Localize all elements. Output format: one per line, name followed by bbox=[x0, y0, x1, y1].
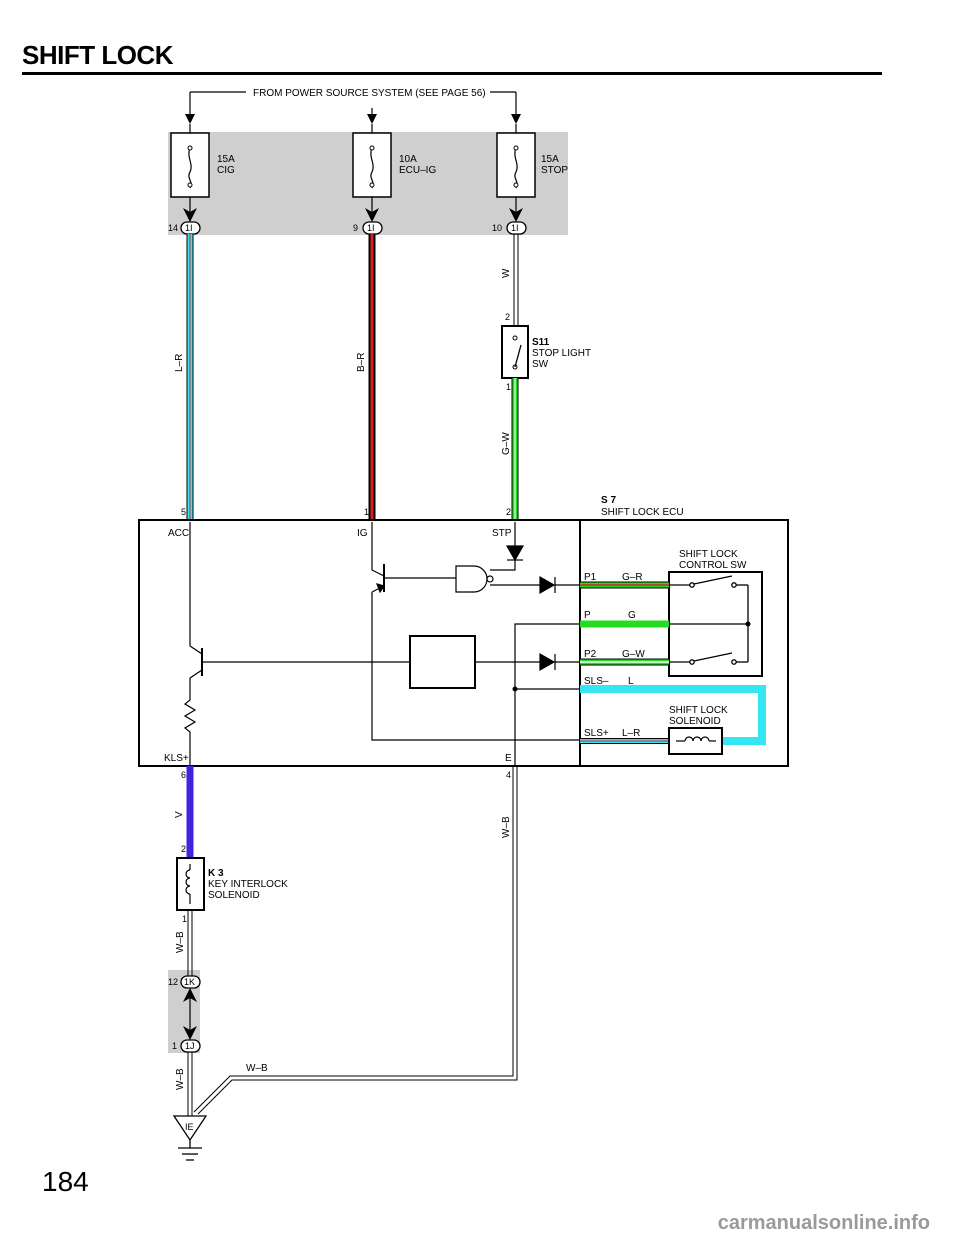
connector-cig-id: 1I bbox=[185, 223, 193, 233]
k3-name-1: KEY INTERLOCK bbox=[208, 879, 288, 890]
connector-1k-pin: 12 bbox=[168, 977, 178, 987]
ground-ie bbox=[172, 1115, 208, 1161]
ecu-pin-acc: 5 bbox=[181, 507, 186, 517]
connector-arrows-top bbox=[183, 208, 523, 222]
wire-cig-label: L–R bbox=[174, 354, 185, 372]
k3-name-2: SOLENOID bbox=[208, 890, 260, 901]
fuse-stop-name: STOP bbox=[541, 165, 568, 176]
ecu-pin-kls: 6 bbox=[181, 770, 186, 780]
stop-light-switch bbox=[501, 325, 529, 379]
k3-pin-top: 2 bbox=[181, 844, 186, 854]
wire-stop-lower-label: G–W bbox=[501, 432, 512, 455]
connector-1k-id: 1K bbox=[184, 977, 195, 987]
ecu-internal-circuit bbox=[183, 522, 580, 766]
stop-sw-code: S11 bbox=[532, 337, 550, 348]
term-p1-wire: G–R bbox=[622, 572, 643, 583]
page-title: SHIFT LOCK bbox=[22, 40, 174, 70]
ecu-pin-stp: 2 bbox=[506, 507, 511, 517]
connector-1j-pin: 1 bbox=[172, 1041, 177, 1051]
term-sls-plus: SLS+ bbox=[584, 728, 609, 739]
ecu-term-stp: STP bbox=[492, 528, 512, 539]
ground-label: IE bbox=[185, 1122, 194, 1132]
term-sls-minus-wire: L bbox=[628, 676, 634, 687]
wire-stop-upper-label: W bbox=[501, 268, 512, 278]
key-interlock-solenoid bbox=[176, 857, 205, 911]
wire-e-ground bbox=[193, 766, 518, 1115]
control-switch-node bbox=[745, 621, 751, 627]
wire-k3-ground-label: W–B bbox=[175, 931, 186, 953]
connector-1j: 1J 1 bbox=[172, 1039, 201, 1053]
term-sls-plus-wire: L–R bbox=[622, 728, 640, 739]
fuse-stop bbox=[496, 124, 536, 212]
ecu-name: SHIFT LOCK ECU bbox=[601, 507, 684, 518]
ecu-term-ig: IG bbox=[357, 528, 368, 539]
control-switch-contacts bbox=[669, 575, 749, 665]
k3-code: K 3 bbox=[208, 868, 224, 879]
power-source-label: FROM POWER SOURCE SYSTEM (SEE PAGE 56) bbox=[253, 88, 486, 99]
junction-arrows bbox=[183, 988, 197, 1040]
ecu-diodes bbox=[376, 545, 556, 672]
control-sw-name-1: SHIFT LOCK bbox=[679, 549, 738, 560]
wire-junction-ground bbox=[187, 1052, 193, 1116]
ecu-term-e: E bbox=[505, 753, 512, 764]
connector-stop-id: 1I bbox=[511, 223, 519, 233]
connector-stop-pin: 10 bbox=[492, 223, 502, 233]
watermark: carmanualsonline.info bbox=[717, 1212, 930, 1234]
connector-cig: 1I 14 bbox=[168, 221, 201, 235]
stop-sw-pin-top: 2 bbox=[505, 312, 510, 322]
term-p2-wire: G–W bbox=[622, 649, 645, 660]
connector-ecu-ig-pin: 9 bbox=[353, 223, 358, 233]
connector-1j-id: 1J bbox=[185, 1041, 195, 1051]
wire-junction-ground-label: W–B bbox=[175, 1068, 186, 1090]
power-source-arrows bbox=[185, 114, 521, 124]
fuse-cig-amp: 15A bbox=[217, 154, 235, 165]
term-p: P bbox=[584, 610, 591, 621]
k3-pin-bottom: 1 bbox=[182, 914, 187, 924]
shift-lock-solenoid bbox=[668, 727, 723, 755]
connector-cig-pin: 14 bbox=[168, 223, 178, 233]
wire-ground-return-label: W–B bbox=[246, 1063, 268, 1074]
fuse-ecu-ig bbox=[352, 124, 392, 212]
wire-sls-minus bbox=[580, 685, 766, 745]
shift-lock-ecu-box bbox=[138, 519, 789, 767]
ecu-pin-ig: 1 bbox=[364, 507, 369, 517]
wire-e-ground-label: W–B bbox=[501, 816, 512, 838]
control-sw-name-2: CONTROL SW bbox=[679, 560, 747, 571]
title-rule bbox=[22, 72, 882, 75]
junction-dot-e bbox=[512, 686, 518, 692]
term-p1: P1 bbox=[584, 572, 597, 583]
term-sls-minus: SLS– bbox=[584, 676, 609, 687]
ecu-term-kls: KLS+ bbox=[164, 753, 189, 764]
page-number: 184 bbox=[42, 1166, 89, 1197]
stop-sw-name-1: STOP LIGHT bbox=[532, 348, 591, 359]
fuse-ecu-ig-amp: 10A bbox=[399, 154, 417, 165]
connector-1k: 1K 12 bbox=[168, 975, 201, 989]
fuse-stop-amp: 15A bbox=[541, 154, 559, 165]
connector-ecu-ig: 1I 9 bbox=[353, 221, 383, 235]
fuse-cig bbox=[170, 124, 210, 212]
fuse-cig-name: CIG bbox=[217, 165, 235, 176]
connector-stop: 1I 10 bbox=[492, 221, 527, 235]
wire-k3-ground bbox=[187, 910, 193, 976]
stop-sw-pin-bottom: 1 bbox=[506, 382, 511, 392]
connector-ecu-ig-id: 1I bbox=[367, 223, 375, 233]
term-p-wire: G bbox=[628, 610, 636, 621]
fuse-ecu-ig-name: ECU–IG bbox=[399, 165, 436, 176]
ecu-pin-e: 4 bbox=[506, 770, 511, 780]
wire-stop-upper bbox=[513, 234, 519, 326]
ecu-term-acc: ACC bbox=[168, 528, 189, 539]
solenoid-name-2: SOLENOID bbox=[669, 716, 721, 727]
ecu-code: S 7 bbox=[601, 495, 616, 506]
solenoid-name-1: SHIFT LOCK bbox=[669, 705, 728, 716]
wire-ecu-ig-label: B–R bbox=[356, 353, 367, 372]
term-p2: P2 bbox=[584, 649, 597, 660]
stop-sw-name-2: SW bbox=[532, 359, 549, 370]
wire-kls-label: V bbox=[174, 811, 185, 818]
